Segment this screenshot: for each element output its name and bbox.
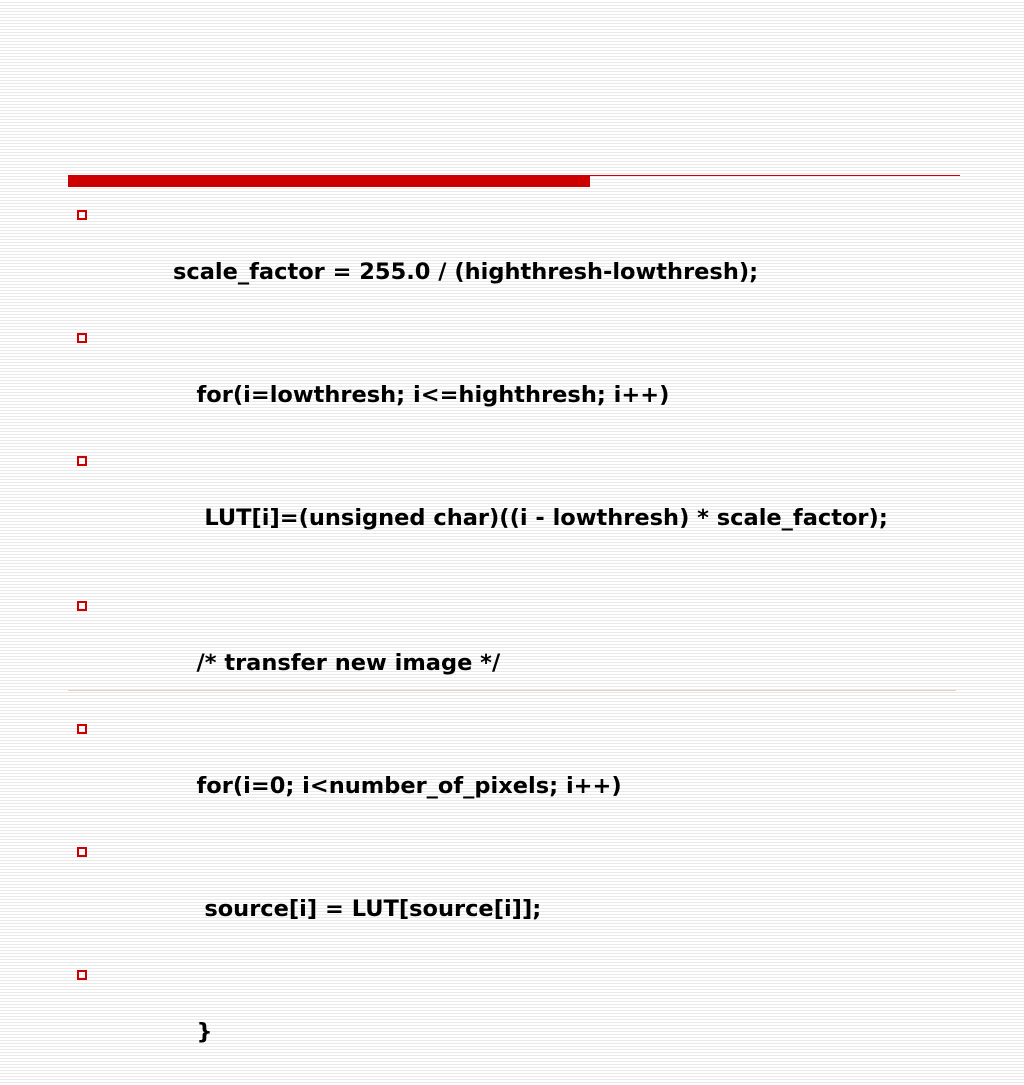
square-bullet-icon — [77, 847, 87, 857]
square-bullet-icon — [77, 601, 87, 611]
bullet-text: /* transfer new image */ — [173, 650, 501, 676]
bullet-text: for(i=lowthresh; i<=highthresh; i++) — [173, 382, 670, 408]
bullet-item: source[i] = LUT[source[i]]; — [70, 839, 950, 951]
bullet-text: for(i=0; i<number_of_pixels; i++) — [173, 773, 622, 799]
bullet-text: scale_factor = 255.0 / (highthresh-lowth… — [173, 259, 759, 285]
bullet-text: LUT[i]=(unsigned char)((i - lowthresh) *… — [173, 505, 888, 531]
footer-divider — [68, 690, 956, 691]
title-accent-bar — [68, 175, 590, 187]
square-bullet-icon — [77, 456, 87, 466]
square-bullet-icon — [77, 724, 87, 734]
bullet-item: for(i=0; i<number_of_pixels; i++) — [70, 716, 950, 828]
bullet-text: source[i] = LUT[source[i]]; — [173, 896, 542, 922]
bullet-item: scale_factor = 255.0 / (highthresh-lowth… — [70, 202, 950, 314]
square-bullet-icon — [77, 970, 87, 980]
slide: scale_factor = 255.0 / (highthresh-lowth… — [68, 175, 960, 1045]
square-bullet-icon — [77, 333, 87, 343]
bullet-item: for(i=lowthresh; i<=highthresh; i++) — [70, 325, 950, 437]
square-bullet-icon — [77, 210, 87, 220]
bullet-text: } — [173, 1019, 213, 1045]
title-accent-line — [590, 175, 960, 176]
bullet-item: /* transfer new image */ — [70, 593, 950, 705]
bullet-item: } — [70, 962, 950, 1074]
bullet-item: LUT[i]=(unsigned char)((i - lowthresh) *… — [70, 448, 950, 560]
code-bullet-list: scale_factor = 255.0 / (highthresh-lowth… — [70, 202, 950, 1085]
